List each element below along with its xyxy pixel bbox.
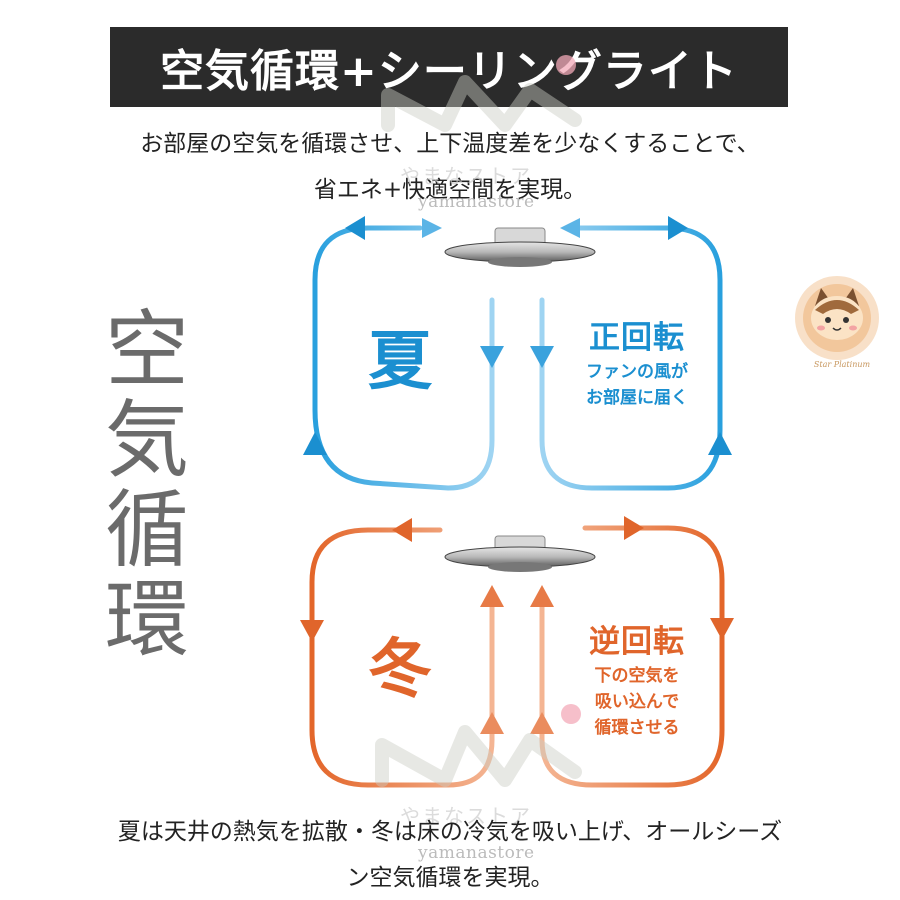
watermark-logo-top — [381, 75, 582, 132]
winter-arrow-up-right-low — [530, 712, 554, 734]
header-banner: 空気循環+シーリングライト — [110, 27, 788, 107]
summer-ceiling-fan — [444, 227, 596, 267]
winter-arrow-down-right — [710, 618, 734, 640]
winter-right-loop — [539, 525, 725, 788]
watermark-kana-top: やまなストア — [400, 164, 532, 188]
summer-arrow-up-right — [708, 432, 732, 455]
watermark-logo-bottom — [375, 725, 582, 787]
summer-arrow-top-left — [422, 218, 442, 238]
winter-arrow-left-out — [392, 518, 412, 542]
summer-arrow-down-left — [480, 346, 504, 368]
summer-arrow-top-right — [560, 218, 580, 238]
summer-mode-title: 正回転 — [589, 320, 685, 356]
winter-arrow-up-left — [480, 585, 504, 607]
winter-flow — [309, 525, 725, 788]
summer-mode-desc-2: お部屋に届く — [586, 388, 688, 408]
winter-arrow-up-left-low — [480, 712, 504, 734]
summer-arrow-right-top — [668, 216, 688, 240]
badge-caption: Star Platinum — [813, 360, 871, 369]
summer-arrowheads — [303, 216, 732, 455]
pink-dot-bottom — [561, 704, 581, 724]
summer-mode-desc-1: ファンの風が — [586, 362, 688, 382]
vertical-char-3: 循 — [104, 481, 189, 579]
vertical-char-1: 空 — [104, 301, 189, 399]
header-title: 空気循環+シーリングライト — [160, 46, 738, 97]
intro-line-2: 省エネ+快適空間を実現。 — [313, 177, 587, 203]
winter-left-loop — [309, 527, 495, 788]
summer-left-loop — [312, 225, 495, 491]
winter-arrow-right-out — [624, 516, 644, 540]
pink-dot-top — [556, 55, 576, 75]
winter-mode-desc-2: 吸い込んで — [594, 692, 680, 712]
winter-arrowheads — [300, 516, 734, 734]
winter-ceiling-fan — [444, 535, 596, 572]
winter-arrow-down-left — [300, 620, 324, 642]
summer-label: 夏 — [368, 325, 432, 399]
watermark-store-top: yamanastore — [418, 192, 535, 212]
summer-arrow-up-left — [303, 432, 327, 455]
summer-arrow-down-right — [530, 346, 554, 368]
vertical-title: 空 気 循 環 — [92, 305, 202, 665]
winter-mode-desc-3: 循環させる — [594, 718, 680, 738]
winter-label: 冬 — [368, 633, 432, 707]
watermark-kana-bottom: やまなストア — [400, 804, 532, 828]
vertical-char-4: 環 — [104, 571, 189, 669]
watermark-store-bottom: yamanastore — [418, 843, 535, 863]
winter-mode-box: 逆回転 下の空気を 吸い込んで 循環させる — [577, 616, 697, 739]
cat-badge-icon — [795, 276, 879, 360]
vertical-char-2: 気 — [104, 391, 189, 489]
winter-mode-desc-1: 下の空気を — [594, 666, 680, 686]
winter-arrow-up-right — [530, 585, 554, 607]
outro-line-2: ン空気循環を実現。 — [346, 865, 554, 891]
summer-right-loop — [539, 225, 723, 491]
summer-arrow-left-top — [345, 216, 365, 240]
winter-mode-title: 逆回転 — [589, 624, 685, 660]
summer-flow — [312, 225, 723, 491]
outro-line-1: 夏は天井の熱気を拡散・冬は床の冷気を吸い上げ、オールシーズ — [117, 819, 783, 845]
intro-line-1: お部屋の空気を循環させ、上下温度差を少なくすることで、 — [140, 131, 760, 157]
summer-mode-box: 正回転 ファンの風が お部屋に届く — [577, 312, 697, 409]
